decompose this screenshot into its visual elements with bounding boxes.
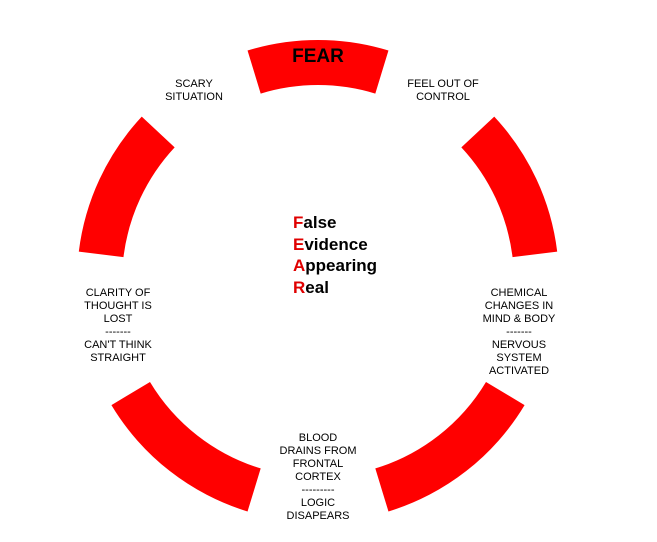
segment-right-upper: [461, 116, 558, 258]
acronym-line: Real: [293, 277, 329, 297]
fear-title: FEAR: [292, 46, 344, 67]
segment-left-upper: [78, 116, 175, 258]
acronym-line: Evidence: [293, 234, 368, 254]
acronym-line: False: [293, 213, 337, 232]
acronym-line: Appearing: [293, 256, 378, 275]
segment-top: [247, 40, 389, 94]
segment-right-lower: [375, 381, 525, 512]
acronym-block: False Evidence Appearing Real: [293, 212, 377, 298]
segment-left-lower: [111, 381, 261, 512]
